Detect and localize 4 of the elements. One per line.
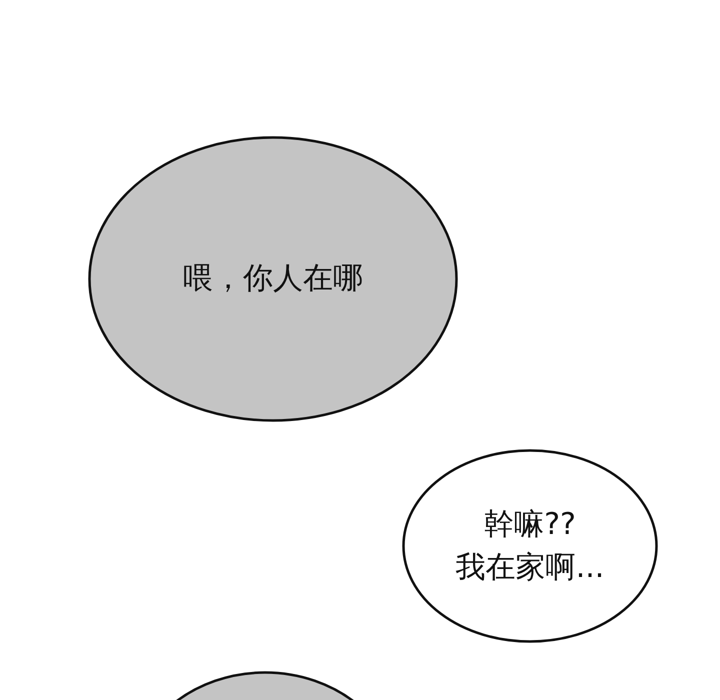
speech-bubble (402, 449, 658, 643)
speech-text: 幹嘛??我在家啊... (454, 506, 606, 587)
speech-bubble (88, 136, 458, 422)
speech-text: 喂，你人在哪 (183, 260, 363, 298)
